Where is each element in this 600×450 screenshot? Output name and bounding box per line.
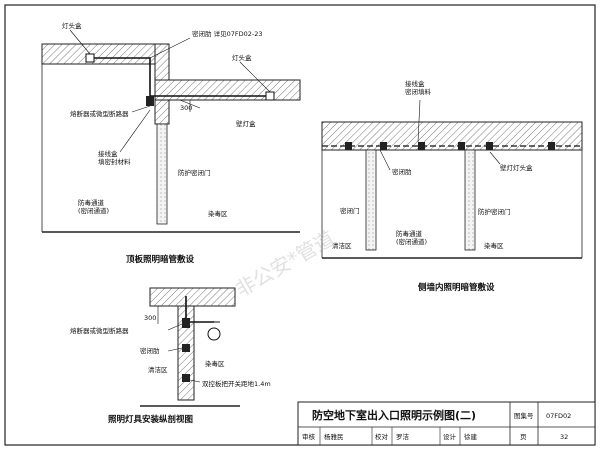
design-label: 设计 xyxy=(443,432,457,441)
label-clean-zone-2: 清洁区 xyxy=(148,365,168,374)
watermark: 非公安*管道 xyxy=(231,226,338,302)
section-view-drawing: 300 熔断器或微型断路器 密闭肋 染毒区 清洁区 双控板把开关距地1.4m 照… xyxy=(70,287,271,425)
caption-side-wall: 侧墙内照明暗管敷设 xyxy=(417,282,495,293)
label-junction-seal: 接线盒填密封材料 xyxy=(98,149,131,166)
label-sealing-ring-2: 密闭肋 xyxy=(392,167,412,176)
atlas-number: 07FD02 xyxy=(546,412,571,420)
label-wall-lamp-box: 壁灯盒 xyxy=(236,119,256,128)
label-decon-corridor-2: 防毒通道(密闭通道) xyxy=(396,229,427,246)
label-switch-height: 双控板把开关距地1.4m xyxy=(202,379,271,388)
review-name: 杨雅民 xyxy=(324,432,344,441)
title-block: 防空地下室出入口照明示例图(二) 图集号 07FD02 审核 杨雅民 校对 罗洁… xyxy=(297,401,596,446)
side-box-3 xyxy=(418,142,425,150)
lamp-box-1 xyxy=(85,53,95,63)
caption-ceiling: 顶板照明暗管敷设 xyxy=(126,254,195,265)
side-wall-conduit-drawing: 接线盒密闭填料 壁灯灯头盒 密闭肋 密闭门 防护密闭门 防毒通道(密闭通道) 清… xyxy=(321,79,583,293)
sealed-door-wall xyxy=(365,149,377,251)
label-lamp-box-1: 灯头盒 xyxy=(62,21,82,30)
side-wall-slab xyxy=(321,121,583,151)
label-lamp-box-2: 灯头盒 xyxy=(232,53,252,62)
side-box-4 xyxy=(458,142,465,150)
ceiling-slab-left xyxy=(41,43,168,65)
label-dim-300-a: 300 xyxy=(180,104,192,112)
design-name: 徐建 xyxy=(464,432,478,441)
side-box-1 xyxy=(345,142,352,150)
label-poison-zone-2: 染毒区 xyxy=(484,241,504,250)
review-label: 审核 xyxy=(302,432,316,441)
sheet-border xyxy=(4,4,596,446)
check-label: 校对 xyxy=(375,432,389,441)
label-dim-300-b: 300 xyxy=(144,314,156,322)
section-box-1 xyxy=(182,318,190,328)
label-poison-zone-1: 染毒区 xyxy=(208,209,228,218)
caption-section: 照明灯具安装纵剖视图 xyxy=(108,414,193,425)
protective-door-wall xyxy=(464,149,476,251)
side-box-5 xyxy=(486,142,493,150)
label-fuse: 熔断器或微型断路器 xyxy=(70,109,129,118)
label-poison-zone-3: 染毒区 xyxy=(205,359,225,368)
label-sealed-door-1: 密闭门 xyxy=(340,206,360,215)
label-protective-door-2: 防护密闭门 xyxy=(478,207,511,216)
lamp-box-2 xyxy=(265,91,275,101)
side-box-2 xyxy=(380,142,387,150)
page-label: 页 xyxy=(520,433,527,441)
label-clean-zone-1: 清洁区 xyxy=(332,241,352,250)
side-box-6 xyxy=(548,142,555,150)
label-decon-corridor: 防毒通道(密闭通道) xyxy=(78,198,109,215)
check-name: 罗洁 xyxy=(396,432,410,441)
ceiling-conduit-drawing: 灯头盒 密闭肋 详见07FD02-23 灯头盒 300 熔断器或微型断路器 壁灯… xyxy=(41,21,301,265)
label-junction-box-fill: 接线盒密闭填料 xyxy=(405,79,432,96)
junction-box xyxy=(146,96,154,106)
section-box-2 xyxy=(182,344,190,352)
label-fuse-2: 熔断器或微型断路器 xyxy=(70,326,129,335)
section-box-3 xyxy=(182,374,190,382)
page-number: 32 xyxy=(560,433,568,441)
atlas-label: 图集号 xyxy=(514,411,534,420)
label-wall-lamp-box-2: 壁灯灯头盒 xyxy=(500,163,533,172)
label-sealing-ring-ref: 密闭肋 详见07FD02-23 xyxy=(192,29,262,38)
section-slab xyxy=(149,287,236,307)
label-sealing-ring-3: 密闭肋 xyxy=(140,346,160,355)
conduit-run xyxy=(90,57,270,97)
door-wall xyxy=(156,123,168,225)
title-block-title: 防空地下室出入口照明示例图(二) xyxy=(312,408,476,422)
ceiling-slab-right xyxy=(154,79,301,101)
label-protective-door-1: 防护密闭门 xyxy=(178,168,211,177)
